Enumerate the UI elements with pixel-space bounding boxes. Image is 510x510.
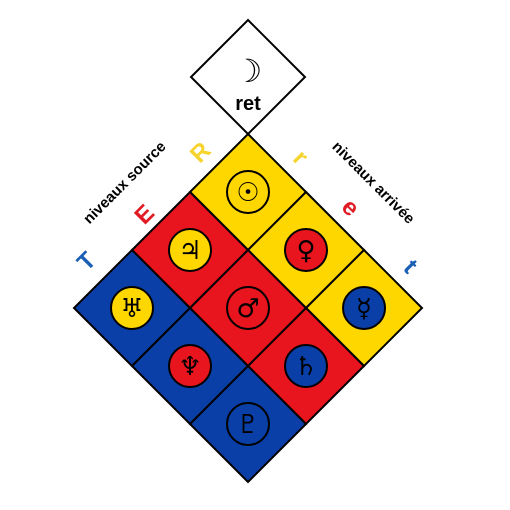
letter-r: r: [287, 145, 313, 171]
sun-circle: [226, 170, 270, 214]
letter-T: T: [72, 247, 102, 277]
mercury-circle: [342, 286, 386, 330]
top-box-label: ret: [235, 93, 261, 115]
pluto-icon: ♇: [236, 410, 259, 440]
jupiter-icon: ♃: [178, 236, 201, 266]
venus-icon: ♀: [296, 236, 315, 266]
venus-circle: [284, 228, 328, 272]
uranus-circle: [110, 286, 154, 330]
saturn-icon: ♄: [294, 352, 317, 382]
letter-R: R: [185, 137, 216, 168]
mars-circle: [226, 286, 270, 330]
mars-icon: ♂: [236, 294, 259, 324]
letter-t: t: [398, 254, 423, 279]
neptune-circle: [168, 344, 212, 388]
mercury-icon: ☿: [356, 294, 372, 324]
top-box: ☽ ret: [189, 18, 307, 136]
saturn-circle: [284, 344, 328, 388]
pluto-circle: [226, 402, 270, 446]
uranus-icon: ♅: [120, 294, 143, 324]
grid: ☉ ♀ ☿ ♃ ♂ ♄ ♅ ♆ ♇: [72, 132, 424, 484]
label-niveaux-source: niveaux source: [80, 138, 169, 227]
moon-icon: ☽: [234, 52, 263, 90]
sun-icon: ☉: [236, 178, 259, 208]
jupiter-circle: [168, 228, 212, 272]
neptune-icon: ♆: [178, 352, 201, 382]
letter-e: e: [336, 193, 365, 222]
